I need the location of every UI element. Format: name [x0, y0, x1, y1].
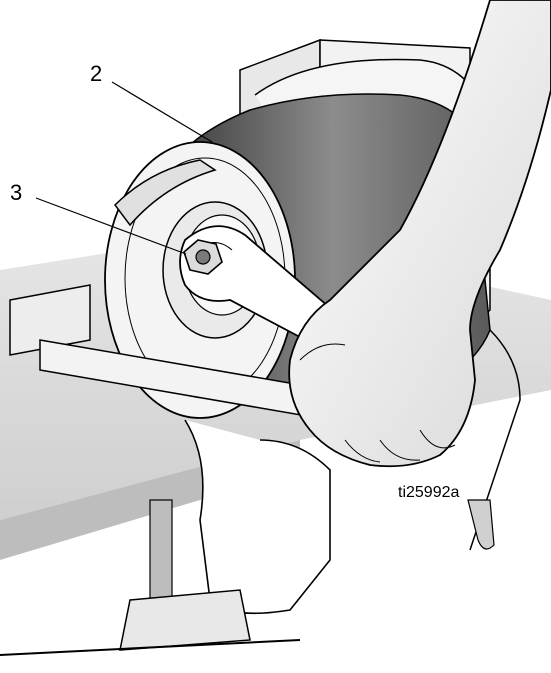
- strap: [114, 159, 217, 227]
- callout-label-3: 3: [10, 180, 23, 205]
- callout-label-2: 2: [90, 61, 103, 86]
- hex-nut: [183, 239, 223, 275]
- figure-id-label: ti25992a: [398, 484, 460, 501]
- hand-and-arm: [288, 0, 551, 468]
- callout-leaders: [35, 81, 213, 255]
- vise-clamp: [0, 284, 521, 656]
